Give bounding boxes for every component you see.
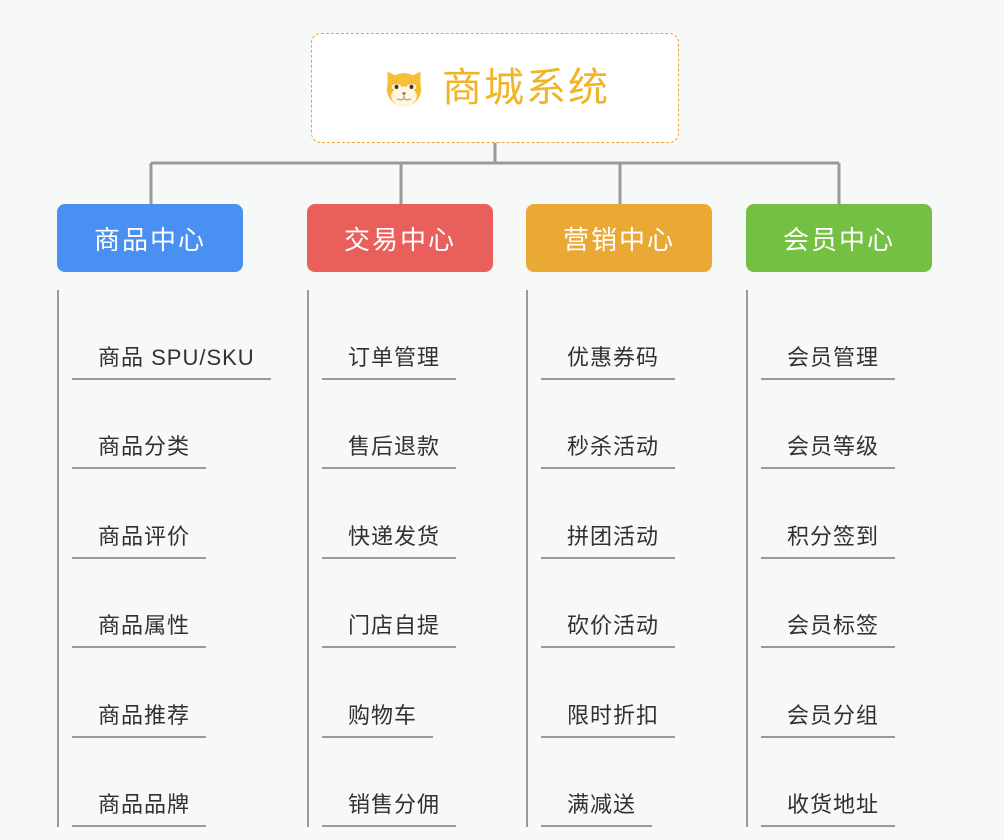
child-label: 门店自提 [348,613,441,638]
child-label: 商品品牌 [98,792,191,817]
child-label: 售后退款 [348,434,441,459]
child-item[interactable]: 优惠券码 [541,290,750,380]
child-label-underline: 秒杀活动 [541,434,676,469]
shiba-dog-face-icon [380,64,428,112]
child-label-underline: 商品评价 [72,523,207,559]
child-item[interactable]: 购物车 [322,648,533,738]
child-item[interactable]: 砍价活动 [541,559,750,648]
child-item[interactable]: 商品推荐 [72,648,307,738]
child-label: 秒杀活动 [567,434,660,459]
branch-header-1[interactable]: 交易中心 [307,204,493,272]
child-label-underline: 购物车 [322,702,434,738]
child-label: 拼团活动 [567,523,660,549]
child-item[interactable]: 会员等级 [761,380,970,469]
child-label: 商品分类 [98,434,191,459]
child-item[interactable]: 收货地址 [761,738,970,827]
child-label-underline: 会员等级 [761,434,896,469]
child-label: 收货地址 [787,792,880,817]
child-label-underline: 商品品牌 [72,792,207,827]
child-label: 积分签到 [787,523,880,549]
child-label: 商品推荐 [98,702,191,728]
child-label-underline: 积分签到 [761,523,896,559]
child-label-underline: 砍价活动 [541,613,676,648]
child-label-underline: 会员标签 [761,613,896,648]
branch-header-2[interactable]: 营销中心 [526,204,712,272]
root-node[interactable]: 商城系统 [311,33,679,143]
child-label: 购物车 [348,702,418,728]
child-label: 商品属性 [98,613,191,638]
child-label: 会员等级 [787,434,880,459]
child-label-underline: 商品分类 [72,434,207,469]
child-item[interactable]: 售后退款 [322,380,533,469]
child-label-underline: 售后退款 [322,434,457,469]
child-item[interactable]: 会员管理 [761,290,970,380]
child-item[interactable]: 快递发货 [322,469,533,559]
child-label-underline: 商品属性 [72,613,207,648]
child-label: 砍价活动 [567,613,660,638]
branch-header-label: 会员中心 [782,224,895,255]
child-label: 快递发货 [348,523,441,549]
child-label-underline: 会员管理 [761,344,896,380]
branch-header-0[interactable]: 商品中心 [57,204,243,272]
child-label-underline: 限时折扣 [541,702,676,738]
child-label-underline: 订单管理 [322,344,457,380]
branch-column-0: 商品中心 商品 SPU/SKU 商品分类 商品评价 商品属性 [57,204,307,827]
child-label-underline: 拼团活动 [541,523,676,559]
child-label: 商品评价 [98,523,191,549]
child-label: 会员标签 [787,613,880,638]
root-title: 商城系统 [442,66,610,110]
child-item[interactable]: 订单管理 [322,290,533,380]
child-label: 商品 SPU/SKU [98,344,255,370]
child-label: 订单管理 [348,344,441,370]
child-label-underline: 商品 SPU/SKU [72,344,271,380]
child-item[interactable]: 销售分佣 [322,738,533,827]
child-label: 限时折扣 [567,702,660,728]
child-item[interactable]: 会员标签 [761,559,970,648]
child-item[interactable]: 商品分类 [72,380,307,469]
child-item[interactable]: 商品 SPU/SKU [72,290,307,380]
child-item[interactable]: 拼团活动 [541,469,750,559]
branch-header-label: 营销中心 [562,224,675,255]
child-item[interactable]: 商品品牌 [72,738,307,827]
child-label: 会员分组 [787,702,880,728]
child-label-underline: 会员分组 [761,702,896,738]
branch-column-2: 营销中心 优惠券码 秒杀活动 拼团活动 砍价活动 [526,204,750,827]
branch-header-label: 商品中心 [93,224,206,255]
child-label: 销售分佣 [348,792,441,817]
branch-header-3[interactable]: 会员中心 [746,204,932,272]
branch-column-1: 交易中心 订单管理 售后退款 快递发货 门店自提 [307,204,533,827]
branch-children-1: 订单管理 售后退款 快递发货 门店自提 购物车 [307,290,533,827]
child-label-underline: 商品推荐 [72,702,207,738]
child-label-underline: 满减送 [541,792,653,827]
child-item[interactable]: 门店自提 [322,559,533,648]
child-label: 满减送 [567,792,637,817]
child-item[interactable]: 会员分组 [761,648,970,738]
child-item[interactable]: 商品属性 [72,559,307,648]
child-label-underline: 门店自提 [322,613,457,648]
child-label-underline: 优惠券码 [541,344,676,380]
branch-children-0: 商品 SPU/SKU 商品分类 商品评价 商品属性 商品推荐 [57,290,307,827]
child-label-underline: 快递发货 [322,523,457,559]
child-label-underline: 销售分佣 [322,792,457,827]
child-item[interactable]: 商品评价 [72,469,307,559]
branch-header-label: 交易中心 [343,224,456,255]
child-item[interactable]: 积分签到 [761,469,970,559]
child-item[interactable]: 秒杀活动 [541,380,750,469]
child-label: 优惠券码 [567,344,660,370]
branch-children-3: 会员管理 会员等级 积分签到 会员标签 会员分组 [746,290,970,827]
branch-children-2: 优惠券码 秒杀活动 拼团活动 砍价活动 限时折扣 [526,290,750,827]
child-item[interactable]: 满减送 [541,738,750,827]
branch-column-3: 会员中心 会员管理 会员等级 积分签到 会员标签 [746,204,970,827]
child-label-underline: 收货地址 [761,792,896,827]
child-item[interactable]: 限时折扣 [541,648,750,738]
child-label: 会员管理 [787,344,880,370]
